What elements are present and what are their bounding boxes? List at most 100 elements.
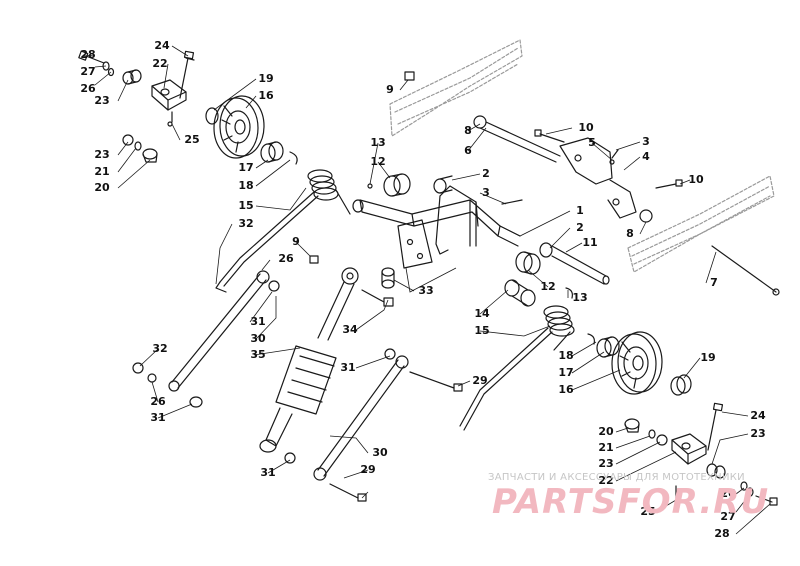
callout-35: 35 (250, 348, 266, 361)
washer-26-lower (147, 373, 157, 383)
spacer-8-lower (639, 209, 653, 223)
callout-19: 19 (258, 72, 274, 85)
callout-18-lower: 18 (558, 349, 574, 362)
bolt-28 (78, 50, 105, 64)
callout-23-lower: 23 (94, 148, 110, 161)
link-30-upper (168, 270, 270, 392)
callout-4: 4 (642, 150, 650, 163)
callout-20: 20 (94, 181, 110, 194)
bushing-2-upper (433, 175, 453, 194)
nut-23-lower (122, 134, 134, 146)
callout-25: 25 (184, 133, 200, 146)
callout-28-right: 28 (714, 527, 730, 540)
torsion-spring-15-right (459, 305, 575, 431)
clip-18-lower (587, 333, 595, 345)
lower-rail (627, 175, 775, 273)
bolt-29-lower (329, 483, 367, 502)
axle-block-22 (151, 79, 187, 111)
nut-32-lower (132, 362, 144, 374)
callout-3-middle: 3 (482, 186, 490, 199)
shaft-11 (551, 245, 610, 285)
watermark-logo: PARTSFOR.RU (492, 482, 770, 522)
callout-21: 21 (94, 165, 110, 178)
callout-22: 22 (152, 57, 168, 70)
adjuster-bolt-24-lower (707, 402, 724, 451)
callout-32: 32 (238, 217, 254, 230)
bushing-12-upper (383, 173, 411, 197)
callout-10-lower: 10 (688, 173, 704, 186)
callout-29-middle: 29 (472, 374, 488, 387)
callout-28: 28 (80, 48, 96, 61)
callout-31-middle: 31 (340, 361, 356, 374)
spacer-33 (381, 267, 395, 289)
shaft-6 (473, 115, 561, 163)
bushing-31-left (189, 396, 203, 408)
callout-26: 26 (80, 82, 96, 95)
callout-13: 13 (370, 136, 386, 149)
callout-15: 15 (238, 199, 254, 212)
callout-9: 9 (386, 83, 394, 96)
callout-3: 3 (642, 135, 650, 148)
upper-left-idler-assembly (78, 50, 298, 165)
bearing-19 (205, 107, 219, 125)
adjuster-bolt-24 (179, 50, 195, 99)
callout-31-bottom: 31 (260, 466, 276, 479)
nut-9-middle (309, 255, 319, 264)
cap-13-upper (367, 183, 373, 189)
callout-20-lower: 20 (598, 425, 614, 438)
washer-21 (134, 141, 142, 151)
callout-10: 10 (578, 121, 594, 134)
callout-6: 6 (464, 144, 472, 157)
callout-21-lower: 21 (598, 441, 614, 454)
callout-22-lower: 22 (598, 474, 614, 487)
callout-7: 7 (710, 276, 718, 289)
callout-5: 5 (588, 136, 596, 149)
bushing-12-lower (515, 251, 541, 275)
callout-9-middle: 9 (292, 235, 300, 248)
callout-15-lower: 15 (474, 324, 490, 337)
callout-14: 14 (474, 307, 490, 320)
bracket-4 (559, 137, 637, 219)
washer-26-right (740, 481, 748, 491)
spacer-23-upper (122, 69, 142, 85)
nut-23-lower-right (656, 434, 668, 446)
link-30-lower (313, 355, 409, 481)
callout-26-lower: 26 (150, 395, 166, 408)
spacer-14 (504, 279, 536, 307)
callout-8: 8 (464, 124, 472, 137)
callout-31-left: 31 (150, 411, 166, 424)
bearing-19-lower (670, 374, 692, 396)
torsion-spring-15-left (219, 169, 351, 287)
bolt-34 (361, 289, 394, 307)
callout-32-lower: 32 (152, 342, 168, 355)
spring-rod-32 (215, 281, 227, 293)
bushing-2-lower (539, 242, 553, 258)
callout-16-lower: 16 (558, 383, 574, 396)
callout-26-right: 26 (720, 487, 736, 500)
nut-9-upper (404, 71, 415, 81)
bolt-28-lower (755, 495, 778, 506)
callout-27: 27 (80, 65, 96, 78)
callout-19-lower: 19 (700, 351, 716, 364)
clip-18-upper (289, 151, 298, 165)
watermark-tagline: ЗАПЧАСТИ И АКСЕССУАРЫ ДЛЯ МОТОТЕХНИКИ (488, 472, 745, 483)
callout-11: 11 (582, 236, 598, 249)
idler-wheel-16-lower (611, 331, 663, 395)
callout-34: 34 (342, 323, 358, 336)
bearing-17-upper (260, 141, 284, 163)
callout-17: 17 (238, 161, 254, 174)
callout-26-middle: 26 (278, 252, 294, 265)
callout-24: 24 (154, 39, 170, 52)
callout-30-upper: 30 (250, 332, 266, 345)
bolt-10-lower (655, 179, 683, 189)
bolt-3-upper (611, 149, 619, 159)
bearing-17-lower (596, 336, 620, 358)
callout-23: 23 (94, 94, 110, 107)
callout-1: 1 (576, 204, 584, 217)
leader-lines (83, 45, 771, 535)
cap-20 (142, 148, 158, 163)
callout-12: 12 (370, 155, 386, 168)
callout-31-top: 31 (250, 315, 266, 328)
bushing-31-top (268, 280, 280, 292)
